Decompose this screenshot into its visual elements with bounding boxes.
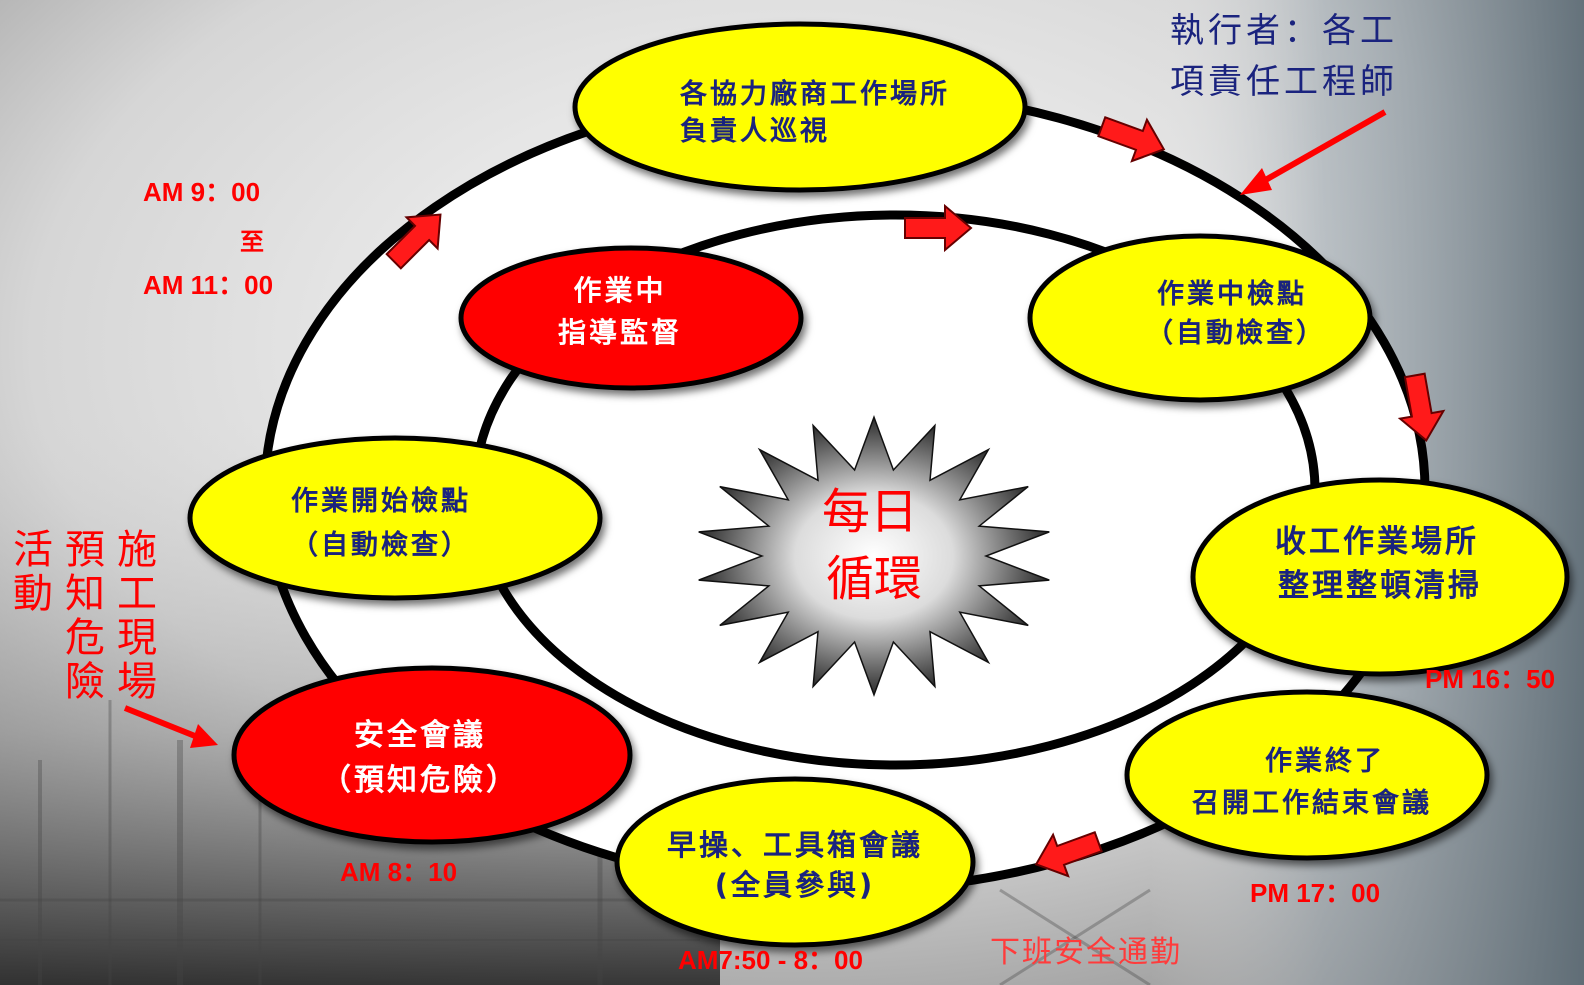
activity-column-3: 活 動 <box>10 528 56 616</box>
node-start-check-line-1: 作業開始檢點 <box>291 485 471 517</box>
node-supervise-line-1: 作業中 <box>573 274 666 307</box>
activity-column-1: 施 工 現 場 <box>114 528 160 704</box>
activity-char: 預 <box>65 527 105 573</box>
node-supervise <box>458 245 804 391</box>
arrow-right-icon <box>385 213 442 270</box>
node-morning-line-2: (全員參與) <box>715 868 876 902</box>
activity-char: 知 <box>65 571 105 617</box>
node-safety-meeting <box>231 665 633 845</box>
time-to: 至 <box>240 228 264 256</box>
node-morning <box>614 776 976 948</box>
executor-line-2: 項責任工程師 <box>1170 62 1398 102</box>
activity-vertical-text: 施 工 現 場 預 知 危 險 活 動 <box>6 528 166 728</box>
starburst-icon <box>698 415 1050 697</box>
node-end-meeting <box>1124 689 1490 861</box>
node-inwork-check <box>1027 233 1373 403</box>
node-patrol-line-1: 各協力廠商工作場所 <box>679 78 950 110</box>
pointer-arrow-icon <box>123 705 218 748</box>
center-line-1: 每日 <box>822 484 918 540</box>
activity-char: 險 <box>65 659 105 705</box>
arrow-right-icon <box>1034 831 1103 878</box>
activity-char: 動 <box>13 571 53 617</box>
node-start-check <box>187 435 603 601</box>
time-pm1650: PM 16：50 <box>1425 664 1555 694</box>
time-am9: AM 9：00 <box>143 177 260 207</box>
executor-line-1: 執行者：各工 <box>1170 11 1398 51</box>
arrow-right-icon <box>904 203 973 253</box>
node-cleanup-line-1: 收工作業場所 <box>1275 524 1479 560</box>
arrow-right-icon <box>1097 116 1166 163</box>
activity-char: 危 <box>65 615 105 661</box>
node-morning-line-1: 早操、工具箱會議 <box>667 828 923 862</box>
activity-column-2: 預 知 危 險 <box>62 528 108 704</box>
activity-char: 活 <box>13 527 53 573</box>
node-start-check-line-2: （自動檢查） <box>291 529 471 561</box>
time-am750: AM7:50 - 8：00 <box>678 945 863 975</box>
node-safety-meeting-line-2: （預知危險） <box>321 763 519 798</box>
node-inwork-check-line-1: 作業中檢點 <box>1157 278 1307 310</box>
time-am810: AM 8：10 <box>340 857 457 887</box>
time-pm1700: PM 17：00 <box>1250 878 1380 908</box>
activity-char: 施 <box>117 527 157 573</box>
commute-label: 下班安全通勤 <box>990 935 1182 970</box>
activity-char: 現 <box>117 615 157 661</box>
node-end-meeting-line-1: 作業終了 <box>1265 745 1385 777</box>
node-patrol-line-2: 負責人巡視 <box>680 116 830 147</box>
node-patrol <box>572 21 1028 193</box>
node-end-meeting-line-2: 召開工作結束會議 <box>1192 787 1432 819</box>
node-cleanup-line-2: 整理整頓清掃 <box>1278 568 1482 604</box>
arrow-right-icon <box>1397 372 1446 442</box>
background-texture <box>0 700 1151 985</box>
activity-char: 工 <box>117 571 157 617</box>
node-supervise-line-2: 指導監督 <box>558 316 682 349</box>
activity-char: 場 <box>117 659 157 705</box>
center-line-2: 循環 <box>826 551 922 607</box>
time-am11: AM 11：00 <box>143 270 273 300</box>
pointer-arrow-icon <box>1240 109 1387 195</box>
node-cleanup <box>1190 477 1570 677</box>
node-safety-meeting-line-1: 安全會議 <box>354 718 486 753</box>
node-inwork-check-line-2: （自動檢查） <box>1146 317 1326 349</box>
